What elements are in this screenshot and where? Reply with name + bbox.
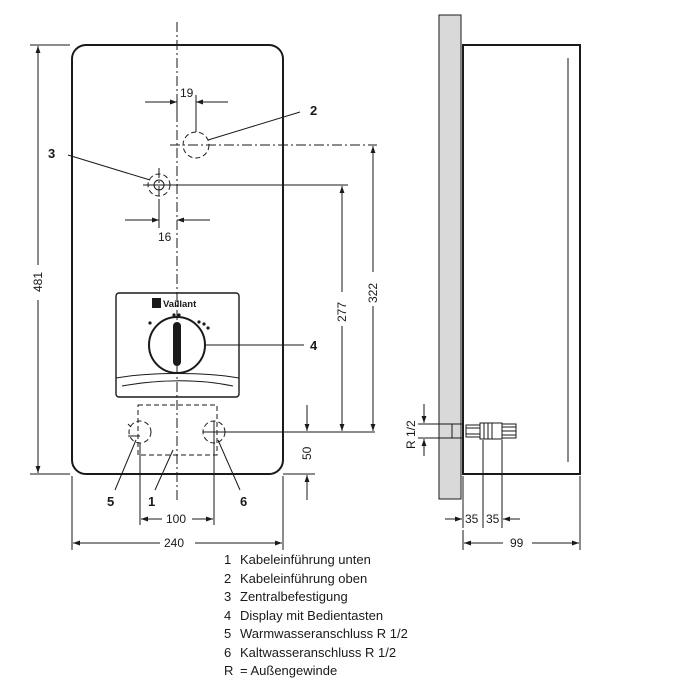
side-housing [462, 44, 581, 475]
legend-key: 2 [224, 570, 232, 586]
legend-item: 4 Display mit Bedientasten [224, 607, 408, 626]
dim-height-to-mount: 277 [335, 302, 349, 322]
callout-1: 1 [148, 494, 155, 509]
legend-item: 5 Warmwasseranschluss R 1/2 [224, 625, 408, 644]
dim-thread-size: R 1/2 [404, 420, 418, 449]
pipe-fittings [451, 422, 517, 440]
legend-key: 5 [224, 626, 232, 641]
legend-text: = Außengewinde [240, 663, 338, 678]
legend-key: 6 [224, 644, 232, 660]
legend-item: 6 Kaltwasseranschluss R 1/2 [224, 644, 408, 663]
legend-key: R [224, 663, 234, 678]
dim-height-to-upper-entry: 322 [366, 283, 380, 303]
brand-logo-box [152, 298, 161, 308]
brand-logo: Vaillant [163, 299, 197, 310]
legend-key: 4 [224, 607, 232, 623]
legend: 1 Kabeleinführung unten 2 Kabeleinführung … [224, 551, 408, 681]
legend-item: 2 Kabeleinführung oben [224, 570, 408, 589]
legend-text: Warmwasseranschluss R 1/2 [240, 626, 408, 641]
legend-text: Kabeleinführung unten [240, 552, 371, 567]
legend-text: Display mit Bedientasten [240, 607, 384, 623]
lower-cable-entry [137, 404, 218, 456]
dim-upper-entry-offset: 19 [180, 86, 194, 100]
dim-pipe-spacing: 100 [166, 512, 186, 526]
callout-6: 6 [240, 494, 247, 509]
dim-side-pipe-a: 35 [465, 512, 479, 526]
legend-item: 1 Kabeleinführung unten [224, 551, 408, 570]
wall-section [438, 14, 462, 500]
hot-water-connection [128, 420, 152, 444]
legend-key: 1 [224, 552, 232, 567]
side-view: R 1/2 35 35 99 [404, 14, 581, 550]
callout-2: 2 [310, 103, 317, 118]
legend-item: R = Außengewinde [224, 662, 408, 681]
callout-3: 3 [48, 146, 55, 161]
callout-4: 4 [310, 338, 318, 353]
dim-pipe-height: 50 [300, 446, 314, 460]
legend-text: Zentralbefestigung [240, 589, 348, 604]
callout-5: 5 [107, 494, 114, 509]
dim-mount-offset: 16 [158, 230, 172, 244]
legend-key: 3 [224, 589, 232, 604]
dim-width-total: 240 [164, 536, 184, 550]
legend-text: Kaltwasseranschluss R 1/2 [240, 644, 397, 660]
knob-indicator [173, 322, 181, 366]
dim-height-total: 481 [31, 272, 45, 292]
dim-side-pipe-b: 35 [486, 512, 500, 526]
dim-depth: 99 [510, 536, 524, 550]
front-view: 19 16 Vaillant [30, 22, 380, 550]
legend-item: 3 Zentralbefestigung [224, 588, 408, 607]
legend-text: Kabeleinführung oben [240, 570, 368, 586]
